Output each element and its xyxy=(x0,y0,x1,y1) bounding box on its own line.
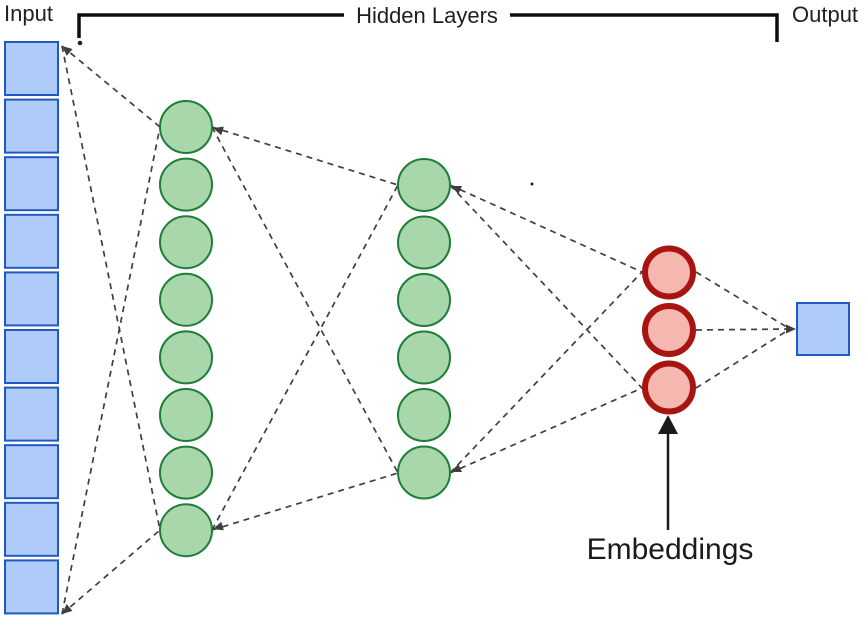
input-node xyxy=(4,386,59,442)
connector-line xyxy=(449,387,643,474)
input-node xyxy=(4,559,59,615)
input-label: Input xyxy=(4,1,53,26)
input-node xyxy=(4,98,59,154)
input-node xyxy=(4,271,59,327)
hidden2-node xyxy=(397,273,451,327)
connector-arrowhead xyxy=(62,604,73,614)
hidden2-node xyxy=(397,330,451,385)
connector-line xyxy=(695,328,791,389)
connector-arrowhead xyxy=(786,324,796,334)
output-label: Output xyxy=(792,2,858,27)
connector-arrowhead xyxy=(451,185,462,195)
hidden1-node xyxy=(159,100,213,154)
bracket-left xyxy=(77,13,344,38)
embedding-node xyxy=(642,303,696,357)
embeddings-arrowhead xyxy=(658,415,678,434)
hidden-layers-label: Hidden Layers xyxy=(356,3,498,28)
input-node xyxy=(4,156,59,212)
connector-arrowhead xyxy=(213,521,224,531)
generated-shapes-layer xyxy=(4,13,850,615)
hidden1-node xyxy=(159,157,213,212)
connector-line xyxy=(61,45,161,531)
connector-arrowhead xyxy=(451,463,462,473)
input-node xyxy=(4,41,59,96)
hidden2-node xyxy=(397,158,451,212)
hidden1-node xyxy=(159,215,213,270)
embeddings-label: Embeddings xyxy=(587,533,754,566)
hidden2-node xyxy=(397,215,451,270)
output-node xyxy=(796,302,850,356)
connector-line xyxy=(449,184,643,273)
stray-dot xyxy=(77,40,83,46)
input-node xyxy=(4,501,59,557)
connector-line xyxy=(695,328,791,331)
connector-line xyxy=(695,271,791,330)
hidden2-node xyxy=(397,445,451,500)
stray-dot xyxy=(530,182,534,186)
hidden1-node xyxy=(159,445,213,500)
connector-arrowhead xyxy=(213,126,224,136)
input-node xyxy=(4,444,59,500)
connector-line xyxy=(211,184,399,531)
connector-arrowhead xyxy=(62,46,73,56)
hidden1-node xyxy=(159,272,213,327)
connector-line xyxy=(211,472,399,531)
hidden2-node xyxy=(397,388,451,442)
connector-line xyxy=(211,126,399,474)
connector-line xyxy=(211,126,399,186)
connector-line xyxy=(449,271,643,474)
bracket-right xyxy=(510,13,779,42)
input-node xyxy=(4,213,59,269)
hidden1-node xyxy=(159,388,213,442)
embedding-node xyxy=(642,360,696,415)
hidden1-node xyxy=(159,503,213,558)
hidden1-node xyxy=(159,330,213,385)
connector-line xyxy=(449,184,643,389)
input-node xyxy=(4,329,59,384)
connector-line xyxy=(61,126,161,615)
embedding-node xyxy=(642,245,696,300)
connector-line xyxy=(61,529,161,615)
